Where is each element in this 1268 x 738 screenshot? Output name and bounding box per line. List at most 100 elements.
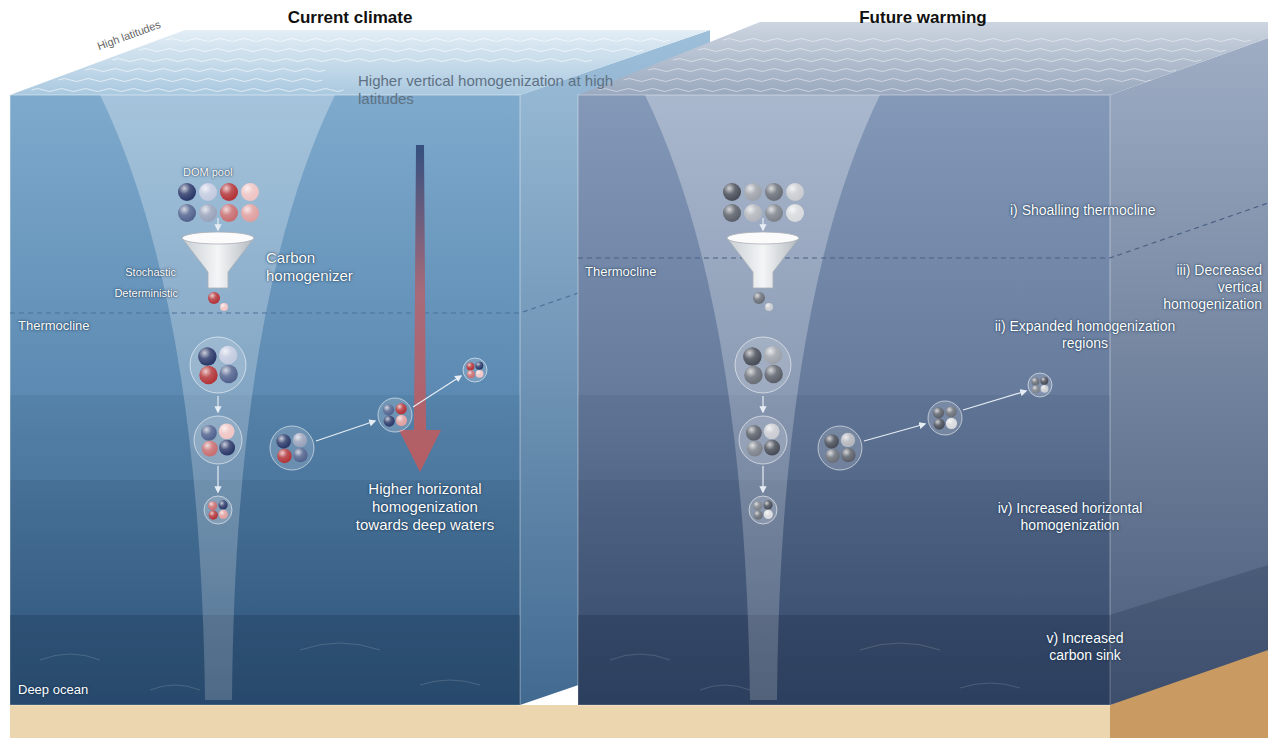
ocean-front-face (578, 95, 1110, 705)
surface-wave (112, 59, 592, 62)
carbon-molecule (219, 346, 237, 364)
carbon-molecule (219, 423, 235, 439)
carbon-molecule (841, 448, 856, 463)
carbon-molecule (723, 204, 741, 222)
carbon-molecule (384, 416, 395, 427)
carbon-molecule (198, 347, 216, 365)
molecule-highlight (744, 204, 762, 222)
panel-heading: Current climate (20, 4, 680, 28)
carbon-molecule (754, 510, 763, 519)
molecule-highlight (723, 183, 741, 201)
carbon-molecule (208, 292, 220, 304)
carbon-molecule (220, 183, 238, 201)
molecule-highlight (764, 346, 782, 364)
molecule-highlight (764, 423, 780, 439)
annotation-label: iv) Increased horizontal homogenization (960, 500, 1180, 534)
ocean-side-face (1110, 38, 1268, 705)
annotation-label: Stochastic (125, 266, 176, 279)
dom-cluster (190, 337, 246, 393)
carbon-molecule (933, 407, 944, 418)
molecule-highlight (723, 204, 741, 222)
deep-ocean-floor (578, 615, 1110, 705)
molecule-highlight (466, 362, 474, 370)
carbon-molecule (276, 434, 291, 449)
annotation-label: Higher horizontal homogenization towards… (345, 480, 505, 534)
molecule-highlight (824, 434, 839, 449)
carbon-molecule (218, 500, 227, 509)
carbon-molecule (765, 303, 773, 311)
molecule-highlight (746, 425, 762, 441)
molecule-highlight (747, 441, 763, 457)
molecule-highlight (933, 407, 944, 418)
funnel-rim (727, 232, 799, 244)
carbon-molecule (199, 366, 217, 384)
dom-cluster (378, 398, 412, 432)
flow-arrow (762, 396, 763, 412)
carbon-molecule (786, 183, 804, 201)
dom-cluster (818, 426, 862, 470)
molecule-highlight (825, 449, 840, 464)
carbon-molecule (723, 183, 741, 201)
surface-wave (599, 89, 1103, 92)
carbon-molecule (786, 204, 804, 222)
water-layer (10, 480, 520, 705)
molecule-highlight (396, 415, 407, 426)
flow-arrow (217, 396, 218, 412)
carbon-molecule (202, 441, 218, 457)
molecule-highlight (219, 510, 228, 519)
dom-cluster (1028, 373, 1052, 397)
carbon-molecule (764, 365, 782, 383)
annotation-label: Higher vertical homogenization at high l… (358, 72, 628, 108)
surface-wave (139, 49, 643, 52)
molecule-layer (32, 39, 1252, 525)
dom-cluster (749, 496, 777, 524)
molecule-highlight (384, 416, 395, 427)
molecule-highlight (764, 510, 773, 519)
molecule-highlight (293, 433, 308, 448)
carbon-molecule (764, 346, 782, 364)
carbon-molecule (219, 510, 228, 519)
carbon-molecule (293, 448, 308, 463)
surface-wave (166, 39, 670, 42)
molecule-highlight (754, 510, 763, 519)
molecule-highlight (208, 501, 217, 510)
flow-arrow (963, 391, 1026, 410)
carbon-molecule (744, 204, 762, 222)
surface-wave (85, 69, 325, 72)
carbon-molecule (764, 510, 773, 519)
carbon-homogenizer-funnel (182, 238, 254, 288)
dom-cluster (735, 337, 791, 393)
carbon-molecule (277, 449, 292, 464)
carbon-molecule (747, 441, 763, 457)
carbon-molecule (178, 183, 196, 201)
molecule-highlight (753, 292, 765, 304)
carbon-molecule (199, 204, 217, 222)
carbon-molecule (764, 423, 780, 439)
carbon-molecule (1031, 377, 1039, 385)
thermocline-line (578, 203, 1268, 258)
carbon-molecule (241, 204, 259, 222)
carbon-molecule (743, 347, 761, 365)
homogenization-cone (100, 95, 335, 700)
carbon-molecule (219, 440, 235, 456)
carbon-molecule (199, 183, 217, 201)
molecule-highlight (199, 366, 217, 384)
molecule-highlight (764, 440, 780, 456)
carbon-molecule (841, 433, 856, 448)
panel-heading: Future warming (588, 4, 1258, 28)
molecule-highlight (241, 204, 259, 222)
molecule-highlight (1032, 385, 1040, 393)
carbon-molecule (946, 406, 957, 417)
molecule-highlight (208, 292, 220, 304)
molecule-highlight (293, 448, 308, 463)
carbon-molecule (208, 501, 217, 510)
annotation-label: Thermocline (585, 264, 657, 280)
carbon-molecule (763, 500, 772, 509)
carbon-molecule (220, 303, 228, 311)
carbon-molecule (764, 440, 780, 456)
molecule-highlight (241, 183, 259, 201)
molecule-highlight (199, 204, 217, 222)
ocean-panel: Future warming (588, 4, 1258, 704)
molecule-highlight (220, 204, 238, 222)
